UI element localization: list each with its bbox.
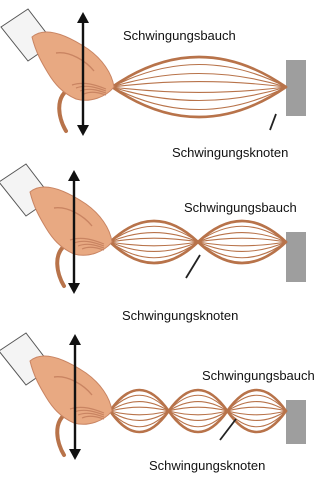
panel-two-segments [0, 164, 306, 294]
motion-arrow-head-down [69, 449, 81, 460]
node-label-1: Schwingungsknoten [172, 145, 288, 161]
wall [286, 60, 306, 116]
panel-three-segments [0, 333, 306, 460]
wave-envelope [110, 390, 286, 411]
wave-strand [112, 82, 286, 87]
antinode-label-2: Schwingungsbauch [184, 200, 297, 216]
motion-arrow-head-down [77, 125, 89, 136]
wave-strand [110, 402, 286, 411]
wave-strand [110, 411, 286, 427]
antinode-label-1: Schwingungsbauch [123, 28, 236, 44]
motion-arrow-head-up [69, 334, 81, 345]
wave-strand [110, 395, 286, 411]
node-label-3: Schwingungsknoten [149, 458, 265, 474]
motion-arrow-head-up [68, 170, 80, 181]
wave-strand [110, 407, 286, 411]
wave-strand [110, 411, 286, 420]
node-pointer [220, 419, 236, 440]
node-label-2: Schwingungsknoten [122, 308, 238, 324]
node-pointer [270, 114, 276, 130]
wall [286, 232, 306, 282]
wave-strand [110, 411, 286, 415]
motion-arrow-head-down [68, 283, 80, 294]
wave-strand [112, 87, 286, 92]
node-pointer [186, 255, 200, 278]
wave-strand [112, 65, 286, 88]
wave-envelope [112, 87, 286, 117]
wave-envelope [112, 57, 286, 87]
wave-envelope [110, 411, 286, 432]
motion-arrow-head-up [77, 12, 89, 23]
antinode-label-3: Schwingungsbauch [202, 368, 315, 384]
wall [286, 400, 306, 444]
wave-strand [112, 87, 286, 110]
